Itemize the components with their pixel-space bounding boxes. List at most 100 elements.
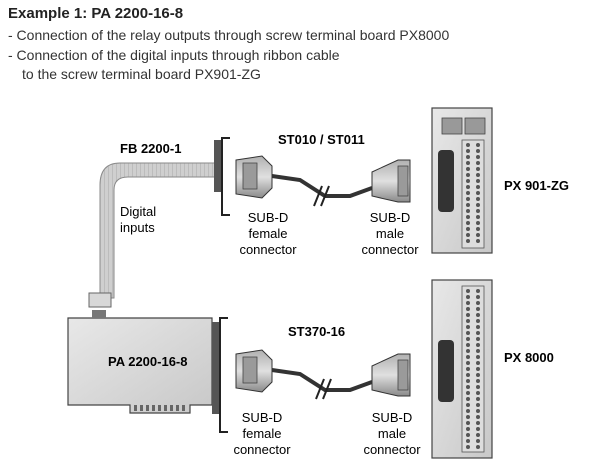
terminal-screw (476, 197, 480, 201)
terminal-screw (476, 337, 480, 341)
bottom-female-subd-label: SUB-D (242, 410, 282, 425)
terminal-screw (466, 439, 470, 443)
terminal-screw (476, 325, 480, 329)
terminal-screw (476, 143, 480, 147)
terminal-screw (466, 313, 470, 317)
terminal-screw (476, 221, 480, 225)
terminal-screw (476, 173, 480, 177)
terminal-screw (466, 173, 470, 177)
terminal-screw (476, 367, 480, 371)
top-female-connector-label: connector (239, 242, 297, 257)
terminal-screw (466, 325, 470, 329)
st370-label: ST370-16 (288, 324, 345, 339)
terminal-screw (476, 313, 480, 317)
terminal-screw (476, 361, 480, 365)
terminal-screw (476, 355, 480, 359)
px901-board (431, 107, 493, 254)
top-male-connector (371, 159, 411, 203)
terminal-screw (476, 215, 480, 219)
terminal-screw (466, 209, 470, 213)
fb-bracket (214, 137, 230, 216)
terminal-screw (466, 233, 470, 237)
terminal-screw (466, 415, 470, 419)
terminal-screw (466, 337, 470, 341)
terminal-screw (476, 373, 480, 377)
top-male-subd-label: SUB-D (370, 210, 410, 225)
terminal-screw (466, 427, 470, 431)
terminal-screw (466, 227, 470, 231)
bullet-relay-outputs: - Connection of the relay outputs throug… (8, 27, 450, 43)
terminal-screw (476, 209, 480, 213)
terminal-screw (466, 179, 470, 183)
terminal-screw (476, 343, 480, 347)
terminal-screw (476, 403, 480, 407)
terminal-screw (466, 397, 470, 401)
bottom-female-connector (235, 349, 273, 393)
bottom-male-connector-label: connector (363, 442, 421, 457)
terminal-screw (476, 233, 480, 237)
terminal-screw (476, 427, 480, 431)
page-title: Example 1: PA 2200-16-8 (8, 5, 184, 22)
terminal-screw (466, 215, 470, 219)
px8000-terminal-strip (461, 285, 485, 453)
digital-label: Digital (120, 204, 156, 219)
terminal-screw (466, 433, 470, 437)
terminal-screw (466, 361, 470, 365)
bullet-digital-inputs-cont: to the screw terminal board PX901-ZG (22, 66, 261, 82)
terminal-screw (466, 331, 470, 335)
terminal-screw (466, 307, 470, 311)
bottom-male-label: male (378, 426, 406, 441)
terminal-screw (476, 179, 480, 183)
top-female-subd-label: SUB-D (248, 210, 288, 225)
terminal-screw (476, 409, 480, 413)
bottom-female-label: female (242, 426, 281, 441)
terminal-screw (476, 295, 480, 299)
bottom-female-connector-label: connector (233, 442, 291, 457)
terminal-screw (466, 143, 470, 147)
terminal-screw (466, 289, 470, 293)
terminal-screw (476, 307, 480, 311)
bottom-male-connector (371, 353, 411, 397)
terminal-screw (476, 239, 480, 243)
terminal-screw (476, 397, 480, 401)
terminal-screw (466, 409, 470, 413)
ribbon-cable (88, 162, 216, 308)
terminal-screw (466, 239, 470, 243)
terminal-screw (476, 227, 480, 231)
terminal-screw (466, 391, 470, 395)
terminal-screw (466, 221, 470, 225)
terminal-screw (466, 355, 470, 359)
terminal-screw (466, 155, 470, 159)
terminal-screw (476, 331, 480, 335)
terminal-screw (476, 445, 480, 449)
px901-label: PX 901-ZG (504, 178, 569, 193)
terminal-screw (466, 343, 470, 347)
terminal-screw (466, 203, 470, 207)
terminal-screw (476, 191, 480, 195)
pa-card (67, 310, 228, 433)
terminal-screw (466, 149, 470, 153)
px901-terminal-strip (461, 139, 485, 249)
terminal-screw (476, 391, 480, 395)
terminal-screw (476, 439, 480, 443)
terminal-screw (466, 161, 470, 165)
top-male-label: male (376, 226, 404, 241)
terminal-screw (476, 349, 480, 353)
terminal-screw (476, 289, 480, 293)
fb-label: FB 2200-1 (120, 141, 181, 156)
top-male-connector-label: connector (361, 242, 419, 257)
terminal-screw (466, 167, 470, 171)
terminal-screw (466, 197, 470, 201)
terminal-screw (466, 301, 470, 305)
terminal-screw (476, 203, 480, 207)
terminal-screw (476, 415, 480, 419)
terminal-screw (476, 149, 480, 153)
terminal-screw (466, 349, 470, 353)
terminal-screw (466, 421, 470, 425)
terminal-screw (476, 167, 480, 171)
terminal-screw (476, 185, 480, 189)
terminal-screw (466, 367, 470, 371)
bottom-male-subd-label: SUB-D (372, 410, 412, 425)
terminal-screw (466, 185, 470, 189)
